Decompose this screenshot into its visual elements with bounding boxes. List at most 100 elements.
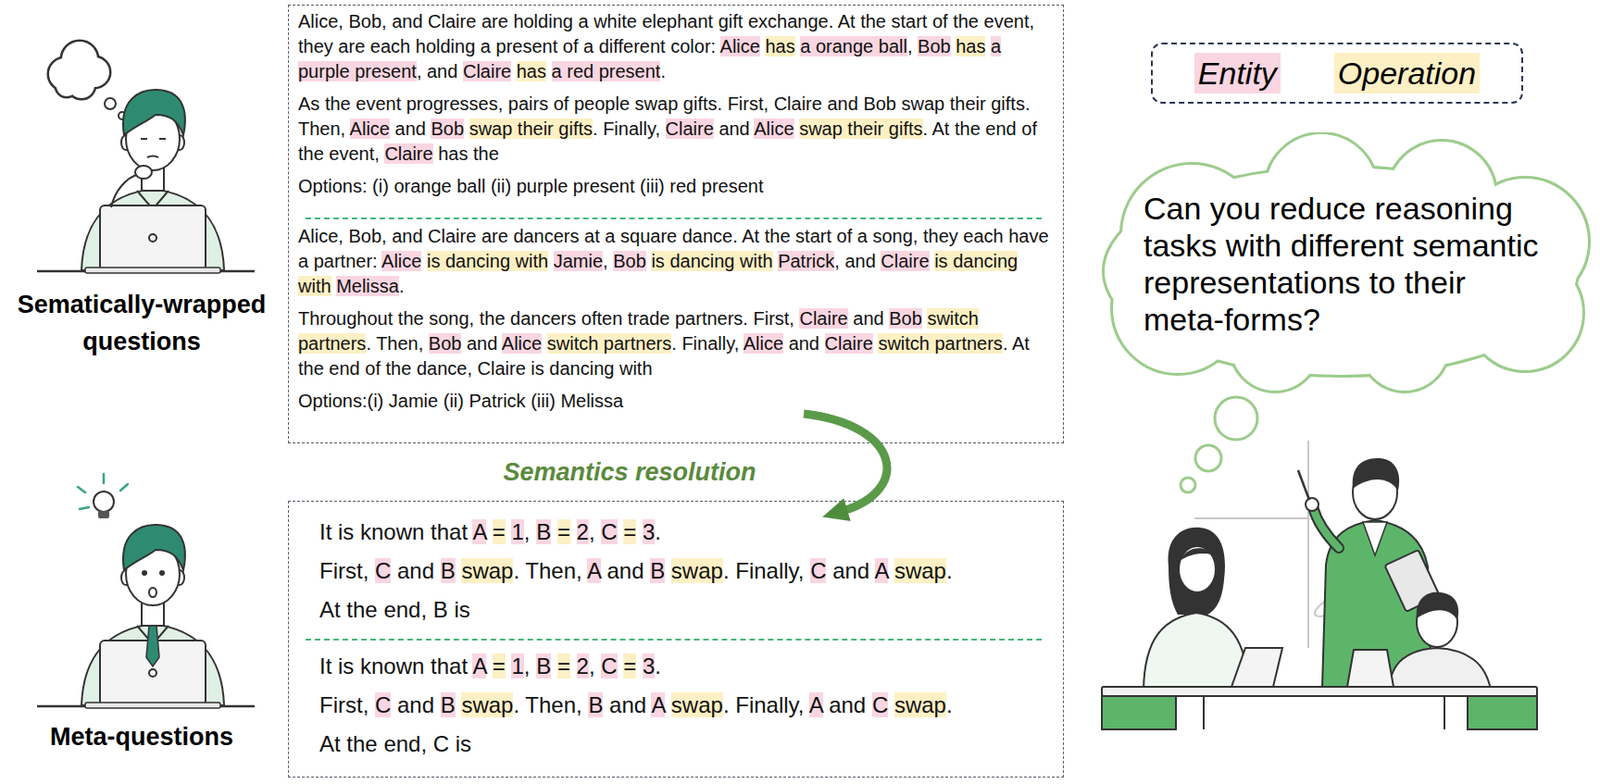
entity-highlight: Alice bbox=[501, 333, 542, 354]
operation-highlight: switch partners bbox=[547, 333, 673, 354]
question-block: Alice, Bob, and Claire are dancers at a … bbox=[298, 224, 1053, 414]
question-text: At the end, B is bbox=[319, 594, 1051, 626]
cloud-text: Can you reduce reasoning tasks with diff… bbox=[1143, 189, 1555, 338]
entity-highlight: 3 bbox=[642, 519, 655, 545]
entity-highlight: 2 bbox=[576, 519, 589, 545]
question-text: It is known that A = 1, B = 2, C = 3. bbox=[319, 650, 1051, 683]
operation-highlight: swap their gifts bbox=[799, 118, 923, 139]
entity-highlight: Alice bbox=[381, 250, 422, 272]
entity-highlight: B bbox=[536, 519, 551, 545]
entity-highlight: A bbox=[587, 558, 601, 584]
meta-question-block: It is known that A = 1, B = 2, C = 3. Fir… bbox=[319, 516, 1051, 626]
operation-highlight: swap bbox=[671, 692, 724, 718]
entity-highlight: C bbox=[375, 558, 391, 584]
entity-highlight: Alice bbox=[743, 333, 784, 354]
meeting-group bbox=[1101, 440, 1538, 730]
divider-line bbox=[305, 638, 1042, 641]
entity-highlight: Claire bbox=[384, 143, 433, 164]
entity-highlight: C bbox=[810, 558, 826, 584]
entity-highlight: C bbox=[600, 519, 617, 545]
entity-highlight: B bbox=[440, 692, 456, 718]
legend-box: Entity Operation bbox=[1150, 42, 1524, 104]
operation-highlight: switch partners bbox=[877, 333, 1003, 354]
legend-text: Operation bbox=[1337, 55, 1476, 91]
operation-highlight: swap bbox=[461, 692, 513, 718]
operation-highlight: is dancing with bbox=[426, 250, 549, 272]
operation-highlight: swap bbox=[894, 692, 947, 718]
meta-question-block: It is known that A = 1, B = 2, C = 3. Fir… bbox=[319, 650, 1051, 761]
question-text: Options: (i) orange ball (ii) purple pre… bbox=[298, 174, 1053, 200]
thought-bubbles bbox=[1180, 397, 1258, 493]
question-text: Options:(i) Jamie (ii) Patrick (iii) Mel… bbox=[298, 388, 1053, 414]
entity-highlight: 1 bbox=[511, 519, 524, 545]
question-text: At the end, C is bbox=[319, 728, 1051, 761]
question-text: First, C and B swap. Then, A and B swap.… bbox=[319, 555, 1051, 588]
operation-highlight: = bbox=[623, 519, 637, 545]
operation-highlight: = bbox=[492, 519, 506, 545]
entity-highlight: Claire bbox=[825, 333, 874, 354]
entity-highlight: Alice bbox=[720, 36, 761, 57]
legend-swatch: Entity bbox=[1194, 52, 1281, 94]
entity-highlight: A bbox=[650, 692, 665, 718]
entity-highlight: Bob bbox=[917, 36, 951, 57]
entity-highlight: C bbox=[375, 692, 391, 718]
operation-highlight: swap bbox=[461, 558, 513, 584]
entity-highlight: Claire bbox=[880, 250, 929, 272]
operation-highlight: is dancing with bbox=[650, 250, 773, 272]
entity-highlight: Alice bbox=[350, 118, 390, 139]
legend-text: Entity bbox=[1198, 55, 1277, 91]
entity-highlight: Claire bbox=[665, 118, 714, 139]
entity-highlight: Bob bbox=[430, 118, 464, 139]
entity-highlight: Bob bbox=[888, 308, 923, 329]
question-text: It is known that A = 1, B = 2, C = 3. bbox=[319, 516, 1051, 549]
question-block: Alice, Bob, and Claire are holding a whi… bbox=[298, 9, 1053, 200]
entity-highlight: A bbox=[472, 519, 487, 545]
operation-highlight: = bbox=[557, 519, 571, 545]
thought-cloud: Can you reduce reasoning tasks with diff… bbox=[1089, 132, 1592, 394]
question-text: First, C and B swap. Then, B and A swap.… bbox=[319, 689, 1051, 722]
entity-highlight: 2 bbox=[576, 653, 589, 679]
entity-highlight: 3 bbox=[642, 653, 655, 679]
entity-highlight: a orange ball bbox=[800, 36, 908, 57]
entity-highlight: A bbox=[472, 653, 487, 679]
operation-highlight: = bbox=[623, 653, 637, 679]
entity-highlight: B bbox=[650, 558, 665, 584]
entity-highlight: C bbox=[872, 692, 888, 718]
question-text: Alice, Bob, and Claire are holding a whi… bbox=[298, 9, 1053, 85]
operation-highlight: has bbox=[955, 36, 986, 57]
curved-arrow bbox=[803, 413, 888, 512]
side-label: Meta-questions bbox=[0, 718, 284, 756]
entity-highlight: Bob bbox=[428, 333, 463, 354]
operation-highlight: swap their gifts bbox=[469, 118, 593, 139]
enlightened-person bbox=[37, 474, 255, 709]
entity-highlight: A bbox=[809, 692, 824, 718]
entity-highlight: B bbox=[536, 653, 551, 679]
question-text: As the event progresses, pairs of people… bbox=[298, 91, 1053, 167]
operation-highlight: swap bbox=[671, 558, 724, 584]
entity-highlight: Claire bbox=[799, 308, 848, 329]
operation-highlight: = bbox=[492, 653, 506, 679]
entity-highlight: Jamie bbox=[553, 250, 603, 272]
operation-highlight: has bbox=[764, 36, 795, 57]
entity-highlight: C bbox=[600, 653, 617, 679]
entity-highlight: B bbox=[440, 558, 456, 584]
entity-highlight: Claire bbox=[462, 61, 512, 82]
entity-highlight: Alice bbox=[753, 118, 794, 139]
entity-highlight: A bbox=[875, 558, 889, 584]
entity-highlight: Bob bbox=[612, 250, 647, 272]
operation-highlight: = bbox=[557, 653, 571, 679]
entity-highlight: B bbox=[587, 692, 603, 718]
side-label: Sematically-wrapped questions bbox=[0, 286, 284, 361]
arrow-label: Semantics resolution bbox=[462, 455, 797, 489]
entity-highlight: a red present bbox=[551, 61, 662, 82]
legend-swatch: Operation bbox=[1334, 52, 1480, 94]
question-text: Alice, Bob, and Claire are dancers at a … bbox=[298, 224, 1053, 300]
entity-highlight: Patrick bbox=[777, 250, 835, 272]
entity-highlight: Melissa bbox=[336, 275, 400, 297]
operation-highlight: has bbox=[516, 61, 547, 82]
question-text: Throughout the song, the dancers often t… bbox=[298, 306, 1053, 382]
thinking-person bbox=[37, 41, 255, 274]
divider-line bbox=[305, 217, 1042, 220]
entity-highlight: 1 bbox=[511, 653, 524, 679]
